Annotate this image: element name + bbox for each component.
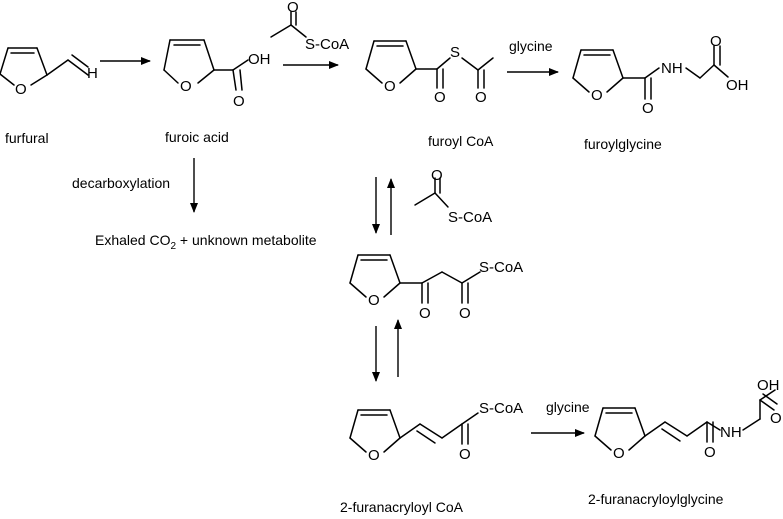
furfural-o-atom: O [15, 81, 27, 98]
furoylglycine-acid-o: O [710, 33, 722, 50]
acetyl-mid-scoa: S-CoA [448, 209, 492, 226]
furoyl-coa-structure: O S O O furoyl CoA [365, 40, 494, 149]
label-glycine-bottom: glycine [546, 399, 590, 415]
label-furanacryloyl-coa: 2-furanacryloyl CoA [340, 499, 464, 515]
label-decarboxylation: decarboxylation [72, 175, 170, 191]
ketoacyl-ring-o: O [368, 292, 380, 309]
acetyl-coa-reagent-middle: O S-CoA [414, 167, 492, 226]
acetyl-top-scoa: S-CoA [305, 36, 349, 53]
ketoacyl-scoa: S-CoA [479, 259, 523, 276]
furoylglycine-carbonyl-o: O [642, 100, 654, 117]
acryloyl-carbonyl-o: O [459, 446, 471, 463]
ketoacyl-coa-structure: O O O S-CoA [349, 254, 523, 322]
furoic-carbonyl-o-atom: O [233, 93, 245, 110]
furfural-structure: O H furfural [0, 47, 98, 146]
furoic-acid-structure: O OH O furoic acid [163, 39, 271, 145]
label-exhaled-co2: Exhaled CO2 + unknown metabolite [95, 232, 317, 252]
furoylglycine-structure: O NH O O OH furoylglycine [572, 33, 749, 152]
acrylglycine-oh: OH [757, 377, 780, 394]
label-furoic-acid: furoic acid [165, 129, 229, 145]
acetyl-coa-reagent-top: O S-CoA [270, 0, 349, 53]
furanacryloylglycine-structure: O O NH OH O 2-furanacryloylglycine [588, 377, 782, 507]
furoic-o-atom: O [180, 78, 192, 95]
furoyl-carbonyl-o1: O [434, 89, 446, 106]
ketoacyl-thioester-o: O [459, 305, 471, 322]
acrylglycine-nh: NH [720, 424, 742, 441]
acetyl-top-o-atom: O [287, 0, 299, 16]
acrylglycine-acid-o: O [770, 410, 782, 427]
furoyl-carbonyl-o2: O [475, 89, 487, 106]
furoic-oh-atom: OH [248, 51, 271, 68]
furoylglycine-nh: NH [661, 60, 683, 77]
label-glycine-top: glycine [509, 38, 553, 54]
acetyl-mid-o-atom: O [431, 167, 443, 184]
label-furanacryloylglycine: 2-furanacryloylglycine [588, 491, 724, 507]
acrylglycine-ring-o: O [613, 445, 625, 462]
furoylglycine-ring-o: O [591, 87, 603, 104]
furoyl-s-atom: S [450, 44, 460, 61]
label-furfural: furfural [5, 130, 49, 146]
label-furoyl-coa: furoyl CoA [428, 133, 494, 149]
furoylglycine-oh: OH [726, 77, 749, 94]
furanacryloyl-coa-structure: O O S-CoA 2-furanacryloyl CoA [340, 400, 523, 515]
furoyl-o-atom: O [384, 78, 396, 95]
ketoacyl-keto-o: O [419, 305, 431, 322]
acrylglycine-carbonyl-o: O [704, 444, 716, 461]
label-furoylglycine: furoylglycine [584, 136, 662, 152]
furfural-h-atom: H [87, 65, 98, 82]
acryloyl-scoa: S-CoA [479, 400, 523, 417]
acryloyl-ring-o: O [368, 447, 380, 464]
